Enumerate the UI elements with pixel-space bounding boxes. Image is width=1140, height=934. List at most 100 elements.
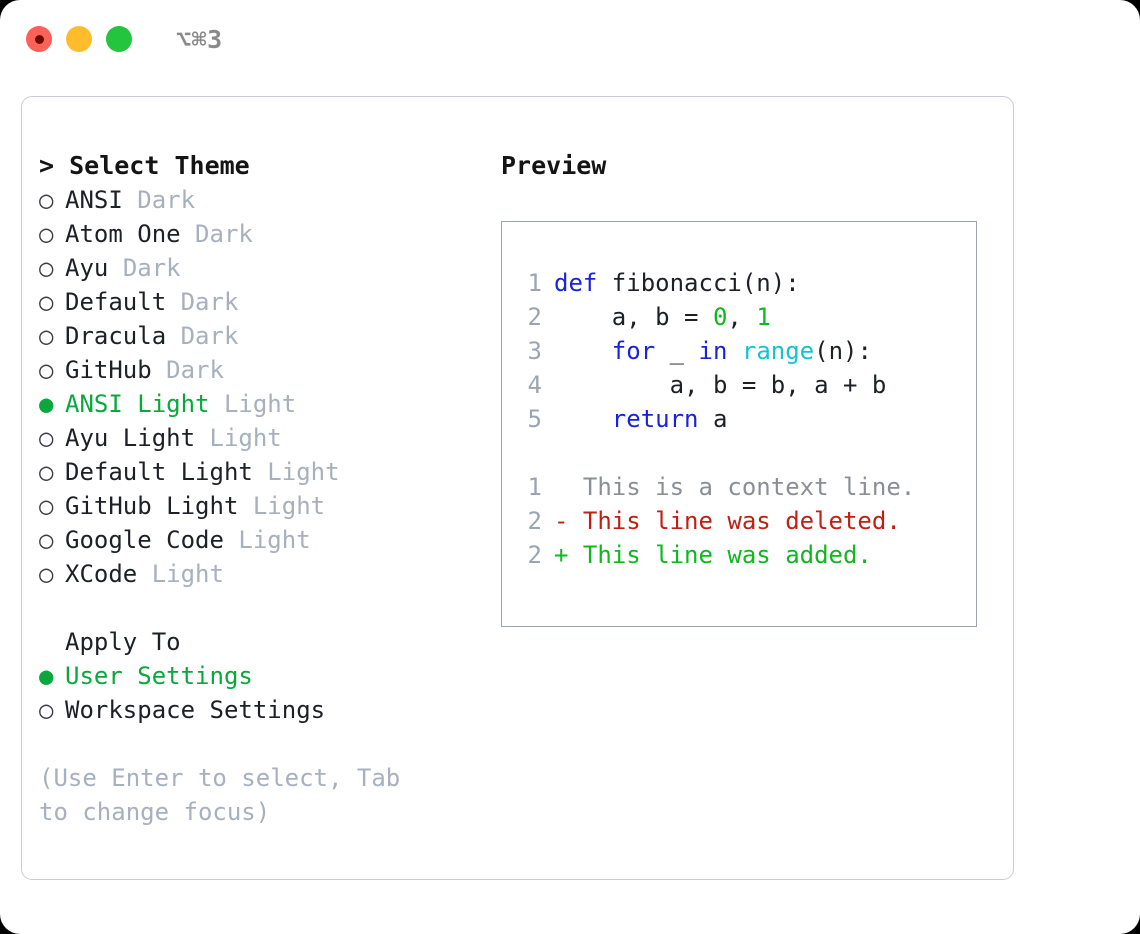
spacer xyxy=(152,353,166,387)
code-token: _ xyxy=(655,337,699,365)
diff-line: 2- This line was deleted. xyxy=(514,504,976,538)
spacer xyxy=(181,217,195,251)
keyboard-hint: (Use Enter to select, Tab to change focu… xyxy=(39,764,401,826)
theme-option-row[interactable]: ○Atom One Dark xyxy=(39,217,469,251)
code-token xyxy=(554,405,612,433)
code-line: 2 a, b = 0, 1 xyxy=(514,300,976,334)
code-line-number: 4 xyxy=(527,371,542,399)
diff-line-text: This is a context line. xyxy=(554,473,916,501)
theme-option-row[interactable]: ○ Default Dark xyxy=(39,285,469,319)
spacer xyxy=(166,285,180,319)
spacer xyxy=(137,557,151,591)
code-token: for xyxy=(611,337,656,365)
close-button[interactable] xyxy=(26,26,52,52)
diff-line-text: + This line was added. xyxy=(554,541,872,569)
theme-option-kind: Light xyxy=(209,424,282,452)
apply-to-heading: Apply To xyxy=(65,628,181,656)
theme-option-name: Default Light xyxy=(65,458,253,486)
code-line: 3 for _ in range(n): xyxy=(514,334,976,368)
code-line-text: a, b = 0, 1 xyxy=(554,300,771,334)
radio-selected-icon[interactable]: ● xyxy=(39,390,54,418)
code-line: 4 a, b = b, a + b xyxy=(514,368,976,402)
theme-option-row[interactable]: ○ XCode Light xyxy=(39,557,469,591)
theme-option-kind: Light xyxy=(252,492,326,520)
spacer xyxy=(253,455,267,489)
theme-option-kind: Light xyxy=(267,458,340,486)
code-line-text: return a xyxy=(554,402,728,436)
spacer xyxy=(166,319,180,353)
theme-option-row[interactable]: ○ Ayu Light Light xyxy=(39,421,469,455)
theme-picker-column: > Select Theme ○ANSI Dark○Atom One Dark○… xyxy=(39,149,469,829)
code-token: a xyxy=(698,405,728,433)
code-token: a, b = b, a + b xyxy=(554,371,887,399)
theme-option-row[interactable]: ○ Ayu Dark xyxy=(39,251,469,285)
radio-unselected-icon[interactable]: ○ xyxy=(39,560,54,588)
radio-unselected-icon[interactable]: ○ xyxy=(39,424,54,452)
radio-unselected-icon[interactable]: ○ xyxy=(39,492,54,520)
theme-option-kind: Dark xyxy=(122,254,181,282)
theme-option-row[interactable]: ○ Default Light Light xyxy=(39,455,469,489)
code-token: fibonacci(n): xyxy=(597,269,800,297)
minimize-button[interactable] xyxy=(66,26,92,52)
theme-option-row[interactable]: ○ANSI Dark xyxy=(39,183,469,217)
apply-to-option-name: User Settings xyxy=(65,662,253,690)
diff-sample: 1 This is a context line.2- This line wa… xyxy=(514,470,976,572)
theme-option-kind: Dark xyxy=(195,220,253,248)
radio-selected-icon[interactable]: ● xyxy=(39,662,54,690)
theme-option-name: Default xyxy=(65,288,167,316)
theme-option-name: Google Code xyxy=(65,526,224,554)
theme-option-name: XCode xyxy=(65,560,138,588)
spacer xyxy=(210,387,224,421)
theme-option-row[interactable]: ○GitHub Light Light xyxy=(39,489,469,523)
theme-option-row[interactable]: ●ANSI Light Light xyxy=(39,387,469,421)
theme-option-kind: Light xyxy=(238,526,311,554)
theme-option-name: Ayu Light xyxy=(65,424,196,452)
theme-option-kind: Dark xyxy=(180,322,239,350)
code-token: 0 xyxy=(712,303,728,331)
page-title: > Select Theme xyxy=(39,151,250,180)
code-token: return xyxy=(611,405,699,433)
apply-to-option-row[interactable]: ○Workspace Settings xyxy=(39,693,469,727)
code-line-number: 1 xyxy=(527,269,542,297)
apply-to-option-row[interactable]: ● User Settings xyxy=(39,659,469,693)
radio-unselected-icon[interactable]: ○ xyxy=(39,254,54,282)
apply-to-list: ● User Settings ○Workspace Settings xyxy=(39,659,469,727)
code-diff-spacer xyxy=(514,436,976,470)
theme-option-kind: Light xyxy=(151,560,224,588)
spacer xyxy=(224,523,238,557)
code-line-text: def fibonacci(n): xyxy=(554,266,800,300)
code-token: a, b = xyxy=(554,303,713,331)
radio-unselected-icon[interactable]: ○ xyxy=(39,186,54,214)
theme-option-row[interactable]: ○GitHub Dark xyxy=(39,353,469,387)
radio-unselected-icon[interactable]: ○ xyxy=(39,696,54,724)
diff-line: 1 This is a context line. xyxy=(514,470,976,504)
code-token xyxy=(554,337,612,365)
diff-line: 2+ This line was added. xyxy=(514,538,976,572)
radio-unselected-icon[interactable]: ○ xyxy=(39,356,54,384)
code-line-number: 5 xyxy=(527,405,542,433)
radio-unselected-icon[interactable]: ○ xyxy=(39,322,54,350)
radio-unselected-icon[interactable]: ○ xyxy=(39,220,54,248)
code-line-number: 2 xyxy=(527,303,542,331)
code-line-number: 3 xyxy=(527,337,542,365)
code-line-text: a, b = b, a + b xyxy=(554,368,887,402)
radio-unselected-icon[interactable]: ○ xyxy=(39,458,54,486)
code-token xyxy=(727,337,741,365)
radio-unselected-icon[interactable]: ○ xyxy=(39,526,54,554)
traffic-light-buttons xyxy=(26,26,132,52)
theme-option-name: Dracula xyxy=(65,322,167,350)
theme-option-name: Ayu xyxy=(65,254,109,282)
theme-option-row[interactable]: ○ Dracula Dark xyxy=(39,319,469,353)
theme-option-row[interactable]: ○ Google Code Light xyxy=(39,523,469,557)
diff-line-number: 2 xyxy=(527,507,542,535)
theme-option-kind: Light xyxy=(223,390,297,418)
code-token: range xyxy=(741,337,815,365)
radio-unselected-icon[interactable]: ○ xyxy=(39,288,54,316)
title-bar: ⌥⌘3 xyxy=(0,0,1140,78)
maximize-button[interactable] xyxy=(106,26,132,52)
theme-option-kind: Dark xyxy=(180,288,239,316)
